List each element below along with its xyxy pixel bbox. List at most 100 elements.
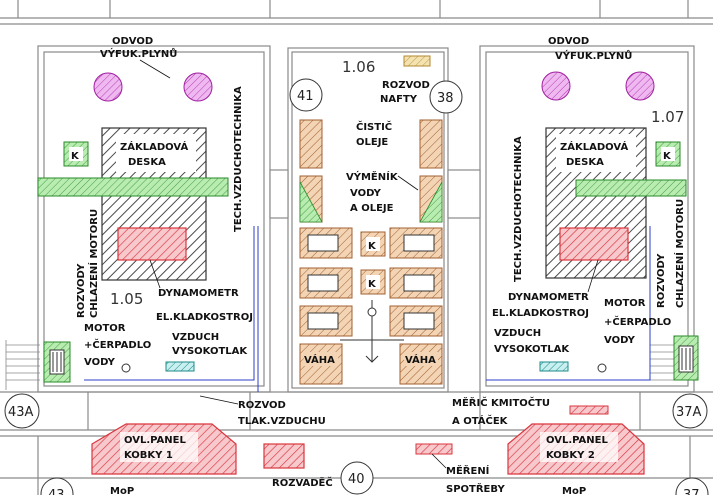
- heat-exchanger-leader: [397, 175, 419, 191]
- tech-ventilation-right: TECH.VZDUCHOTECHNIKA: [513, 136, 524, 282]
- exhaust-label-left-2: VÝFUK.PLYNŮ: [100, 47, 177, 60]
- hp-air-label-left-1: VZDUCH: [172, 332, 219, 343]
- exhaust-label-right-1: ODVOD: [548, 36, 589, 47]
- pump-units: [299, 227, 443, 337]
- engine-cooling-label-left-2: CHLAZENÍ MOTORU: [87, 209, 100, 318]
- consumption-meter-unit: [415, 443, 453, 455]
- control-panel-label-right-1: OVL.PANEL: [546, 435, 608, 446]
- hp-air-label-right-1: VZDUCH: [494, 328, 541, 339]
- k-label-left: K: [71, 151, 80, 162]
- motor-pump-right: [597, 335, 699, 381]
- hp-air-label-right-2: VYSOKOTLAK: [494, 344, 570, 355]
- dynamometer-label-left: DYNAMOMETR: [158, 288, 239, 299]
- switchboard-unit: [263, 443, 305, 469]
- base-plate-label-left-2: DESKA: [128, 157, 166, 168]
- oil-cleaner-label-2: OLEJE: [356, 137, 388, 148]
- consumption-meter-label-1: MĚŘENÍ: [446, 464, 490, 477]
- door-number-37a: 37A: [676, 405, 702, 420]
- door-number-37: 37: [683, 488, 700, 495]
- scale-label-right: VÁHA: [405, 353, 436, 366]
- hp-air-unit-left: [165, 361, 195, 372]
- engine-cooling-label-right-1: ROZVODY: [656, 253, 667, 308]
- door-number-40: 40: [348, 472, 365, 487]
- dynamometer-leader-right: [587, 259, 599, 293]
- door-marker-40: 40: [340, 461, 374, 495]
- mop-label-right: MoP: [562, 486, 586, 495]
- base-plate-label-right-2: DESKA: [566, 157, 604, 168]
- door-marker-38: 38: [429, 80, 463, 114]
- door-number-43a: 43A: [8, 405, 34, 420]
- center-piping: [340, 300, 404, 363]
- fuel-distribution-label-2: NAFTY: [380, 94, 418, 105]
- fuel-distribution-label-1: ROZVOD: [382, 80, 430, 91]
- consumption-meter-leader: [431, 453, 447, 469]
- mop-label-left: MoP: [110, 486, 134, 495]
- control-panel-label-left-2: KOBKY 1: [124, 450, 173, 461]
- door-number-43: 43: [48, 488, 65, 495]
- heat-exchanger-left: [299, 175, 323, 223]
- motor-pump-left: [43, 341, 131, 383]
- tech-ventilation-left: TECH.VZDUCHOTECHNIKA: [233, 86, 244, 232]
- consumption-meter-label-2: SPOTŘEBY: [446, 482, 505, 495]
- room-number-right: 1.07: [651, 108, 684, 126]
- air-pressure-label-1: ROZVOD: [238, 400, 286, 411]
- scale-label-left: VÁHA: [304, 353, 335, 366]
- k-box-center-1: K: [360, 231, 386, 257]
- oil-cleaner-right: [419, 119, 443, 169]
- motor-pump-label-right-2: +ČERPADLO: [604, 315, 671, 328]
- dynamometer-label-right: DYNAMOMETR: [508, 292, 589, 303]
- door-number-38: 38: [437, 91, 454, 106]
- door-marker-43: 43: [40, 477, 74, 495]
- k-label-right: K: [663, 151, 672, 162]
- base-plate-label-left-1: ZÁKLADOVÁ: [120, 140, 188, 153]
- exhaust-label-right-2: VÝFUK.PLYNŮ: [555, 49, 632, 62]
- frequency-meter-unit: [569, 405, 609, 415]
- room-number-center: 1.06: [342, 58, 375, 76]
- motor-pump-label-left-1: MOTOR: [84, 323, 126, 334]
- frequency-meter-label-1: MĚŘIČ KMITOČTU: [452, 396, 550, 409]
- k-label-center-1: K: [368, 241, 377, 252]
- dynamometer-right: [559, 227, 629, 261]
- cooling-pipe-right: [575, 179, 687, 197]
- engine-cooling-label-right-2: CHLAZENÍ MOTORU: [673, 199, 686, 308]
- heat-exchanger-label-2: VODY: [350, 188, 382, 199]
- exhaust-outlet-right: [541, 71, 655, 101]
- door-marker-37a: 37A: [672, 393, 708, 429]
- motor-pump-label-right-1: MOTOR: [604, 298, 646, 309]
- air-pressure-leader: [199, 395, 239, 405]
- air-pressure-label-2: TLAK.VZDUCHU: [238, 416, 326, 427]
- room-number-left: 1.05: [110, 290, 143, 308]
- heat-exchanger-label-1: VÝMĚNÍK: [346, 170, 399, 183]
- frequency-meter-label-2: A OTÁČEK: [452, 414, 509, 427]
- door-marker-37: 37: [675, 477, 709, 495]
- heat-exchanger-right: [419, 175, 443, 223]
- scale-right-label-bg: [404, 352, 438, 366]
- k-label-center-2: K: [368, 279, 377, 290]
- switchboard-label: ROZVADĚČ: [272, 476, 333, 489]
- crane-label-left: EL.KLADKOSTROJ: [156, 312, 253, 323]
- k-box-left: K: [63, 141, 89, 167]
- scale-left-label-bg: [304, 352, 338, 366]
- stairs-right: [650, 344, 676, 381]
- control-panel-right: [507, 423, 645, 475]
- oil-cleaner-left: [299, 119, 323, 169]
- crane-label-right: EL.KLADKOSTROJ: [492, 308, 589, 319]
- base-plate-label-right-1: ZÁKLADOVÁ: [560, 140, 628, 153]
- engine-cooling-label-left-1: ROZVODY: [76, 263, 87, 318]
- exhaust-outlet-left: [93, 59, 213, 102]
- blue-utility-lines: [84, 226, 651, 392]
- hp-air-unit-right: [539, 361, 569, 372]
- motor-pump-label-left-3: VODY: [84, 357, 116, 368]
- control-panel-left: [91, 423, 237, 475]
- hp-air-label-left-2: VYSOKOTLAK: [172, 346, 248, 357]
- heat-exchanger-label-3: A OLEJE: [350, 203, 394, 214]
- dynamometer-leader-left: [149, 259, 161, 289]
- control-panel-label-right-2: KOBKY 2: [546, 450, 595, 461]
- stairs-left: [5, 340, 40, 390]
- fuel-distribution-unit: [403, 55, 431, 67]
- door-marker-41: 41: [289, 78, 323, 112]
- motor-pump-label-right-3: VODY: [604, 335, 636, 346]
